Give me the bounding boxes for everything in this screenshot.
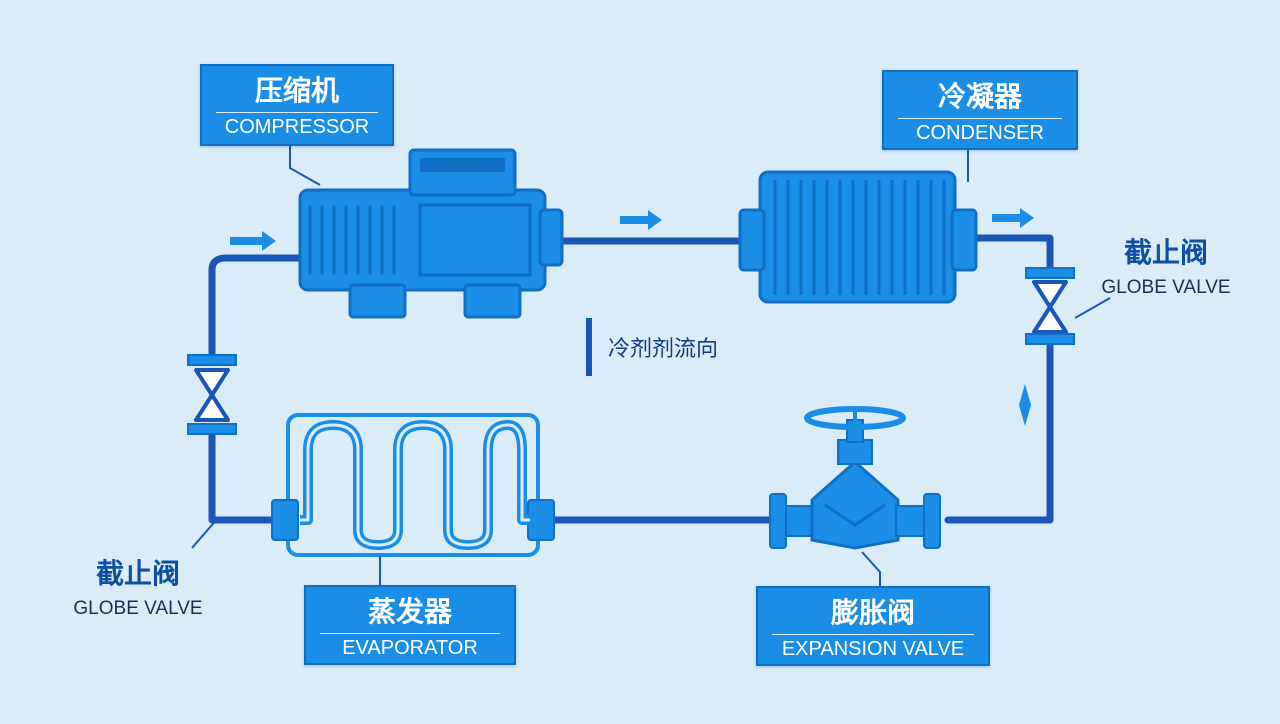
expansion-valve-label-en: EXPANSION VALVE: [772, 634, 974, 661]
compressor-icon: [298, 148, 564, 319]
globe-valve-icon: [1025, 267, 1075, 345]
pipe-right-valve-to-expansion: [944, 339, 1054, 524]
callout-lines: [191, 140, 1111, 587]
compressor-label-zh: 压缩机: [254, 74, 339, 107]
globe-valve-right-label-zh: 截止阀: [1123, 236, 1208, 269]
legend-text: 冷剂剂流向: [608, 337, 719, 362]
flow-arrow-icon: [230, 231, 276, 251]
pipe-evaporator-to-left-valve: [208, 426, 279, 524]
pipe-left-valve-to-compressor: [208, 254, 304, 364]
legend-flow-bar: [586, 318, 592, 376]
globe-valve-right-label-en: GLOBE VALVE: [1101, 277, 1231, 298]
refrigerant-flow-legend: 冷剂剂流向: [586, 318, 718, 376]
evaporator-coil-icon: [271, 413, 555, 557]
flow-arrow-icon: [1019, 384, 1031, 426]
condenser-label-zh: 冷凝器: [937, 80, 1022, 113]
flow-arrow-icon: [620, 210, 662, 230]
evaporator-label-en: EVAPORATOR: [320, 633, 500, 660]
compressor-label-en: COMPRESSOR: [216, 112, 378, 139]
flow-arrow-icon: [992, 208, 1034, 228]
flow-arrows: [230, 208, 1034, 426]
globe-valve-left-label: 截止阀 GLOBE VALVE: [58, 557, 218, 621]
condenser-label-en: CONDENSER: [898, 118, 1062, 145]
condenser-label: 冷凝器 CONDENSER: [882, 70, 1078, 150]
expansion-valve-label-zh: 膨胀阀: [830, 596, 915, 629]
globe-valve-left-label-zh: 截止阀: [95, 557, 180, 590]
globe-valve-icon: [187, 354, 237, 435]
evaporator-label-zh: 蒸发器: [367, 595, 452, 628]
expansion-valve-icon: [769, 406, 941, 550]
globe-valve-right-label: 截止阀 GLOBE VALVE: [1086, 236, 1246, 300]
condenser-icon: [738, 170, 978, 304]
compressor-label: 压缩机 COMPRESSOR: [200, 64, 394, 146]
evaporator-label: 蒸发器 EVAPORATOR: [304, 585, 516, 665]
pipes: [208, 234, 1054, 524]
pipe-condenser-to-right-valve: [966, 234, 1054, 272]
expansion-valve-label: 膨胀阀 EXPANSION VALVE: [756, 586, 990, 666]
globe-valve-left-label-en: GLOBE VALVE: [73, 598, 203, 619]
